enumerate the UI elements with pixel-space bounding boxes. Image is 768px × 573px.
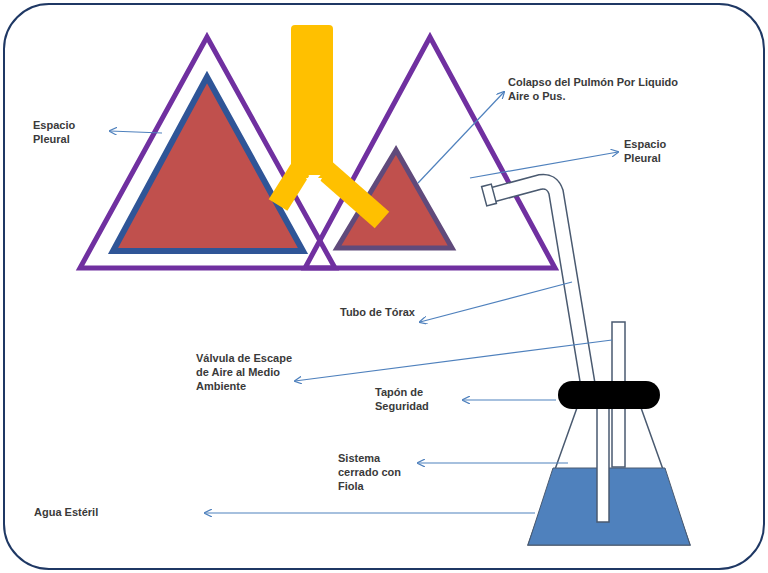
frame — [4, 4, 764, 569]
carina — [306, 178, 322, 192]
callout-label: Espacio Pleural — [33, 119, 103, 147]
trachea — [291, 25, 333, 175]
callout-label: Tapón de Seguridad — [375, 386, 460, 414]
bronchus — [278, 170, 300, 205]
lung-left — [113, 77, 303, 251]
callout-label: Sistema cerrado con Fiola — [338, 452, 418, 493]
tube-end — [482, 184, 497, 206]
immersed-tube — [597, 400, 609, 522]
callout-label: Espacio Pleural — [624, 138, 704, 166]
callout-label: Agua Estéril — [34, 506, 144, 520]
leader-lines — [110, 92, 618, 513]
callout-label: Tubo de Tórax — [340, 306, 420, 320]
stopper — [558, 381, 660, 409]
callout-label: Colapso del Pulmón Por Liquido Aire o Pu… — [508, 76, 693, 104]
bronchus — [325, 170, 382, 220]
callout-label: Válvula de Escape de Aire al Medio Ambie… — [196, 352, 306, 393]
pleura-right — [305, 37, 555, 268]
